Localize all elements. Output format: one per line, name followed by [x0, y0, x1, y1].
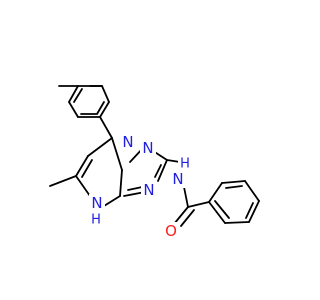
atom-o-carbonyl: O [165, 222, 177, 240]
phenyl-ring-top [58, 85, 113, 139]
atom-n-bridge: N [122, 133, 133, 151]
benzamide-group [173, 180, 260, 227]
atom-h-amide: H [180, 157, 190, 172]
atom-n-top: N [142, 139, 153, 157]
atom-labels: N N N N H N H O [89, 133, 192, 240]
structure-diagram: N N N N H N H O [49, 85, 260, 240]
atom-n-amide: N [172, 170, 183, 188]
atom-h-ring-nh: H [91, 213, 101, 228]
atom-n-lower: N [143, 181, 154, 199]
pyrimidine-ring [49, 137, 123, 207]
atom-n-ring-nh: N [91, 194, 102, 212]
